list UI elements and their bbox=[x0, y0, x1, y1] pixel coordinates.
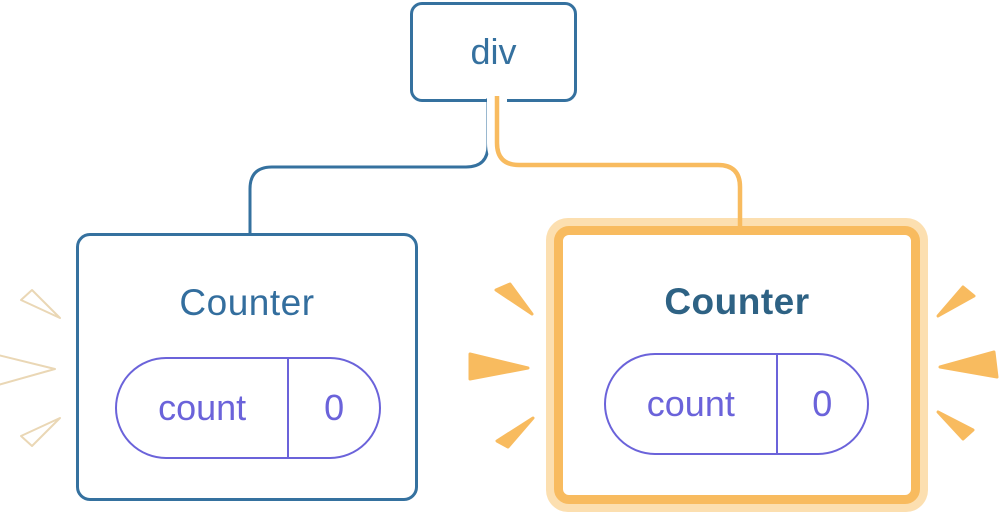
state-key-right: count bbox=[606, 355, 778, 453]
counter-title-left: Counter bbox=[179, 282, 315, 323]
edge-to-right-counter-casing bbox=[487, 96, 750, 218]
state-key-left: count bbox=[117, 359, 290, 457]
root-node-div: div bbox=[410, 2, 577, 102]
root-node-label: div bbox=[470, 31, 517, 72]
spark-icon bbox=[20, 289, 61, 319]
spark-icon bbox=[936, 285, 976, 318]
state-pill-right: count 0 bbox=[604, 353, 869, 455]
spark-icon bbox=[468, 352, 530, 381]
spark-icon bbox=[0, 354, 56, 386]
counter-title-right: Counter bbox=[664, 281, 810, 322]
state-value-left: 0 bbox=[324, 387, 345, 428]
counter-card-right: Counter count 0 bbox=[554, 226, 920, 504]
spark-icon bbox=[938, 350, 999, 379]
edge-to-right-counter bbox=[494, 96, 743, 230]
counter-card-right-highlight: Counter count 0 bbox=[546, 218, 928, 512]
spark-icon bbox=[494, 282, 534, 316]
state-pill-left: count 0 bbox=[115, 357, 381, 459]
spark-icon bbox=[495, 416, 535, 449]
edge-to-left-counter bbox=[248, 98, 490, 233]
counter-card-left: Counter count 0 bbox=[76, 233, 418, 501]
spark-icon bbox=[20, 417, 61, 447]
state-value-right: 0 bbox=[812, 383, 833, 424]
spark-icon bbox=[936, 410, 975, 441]
